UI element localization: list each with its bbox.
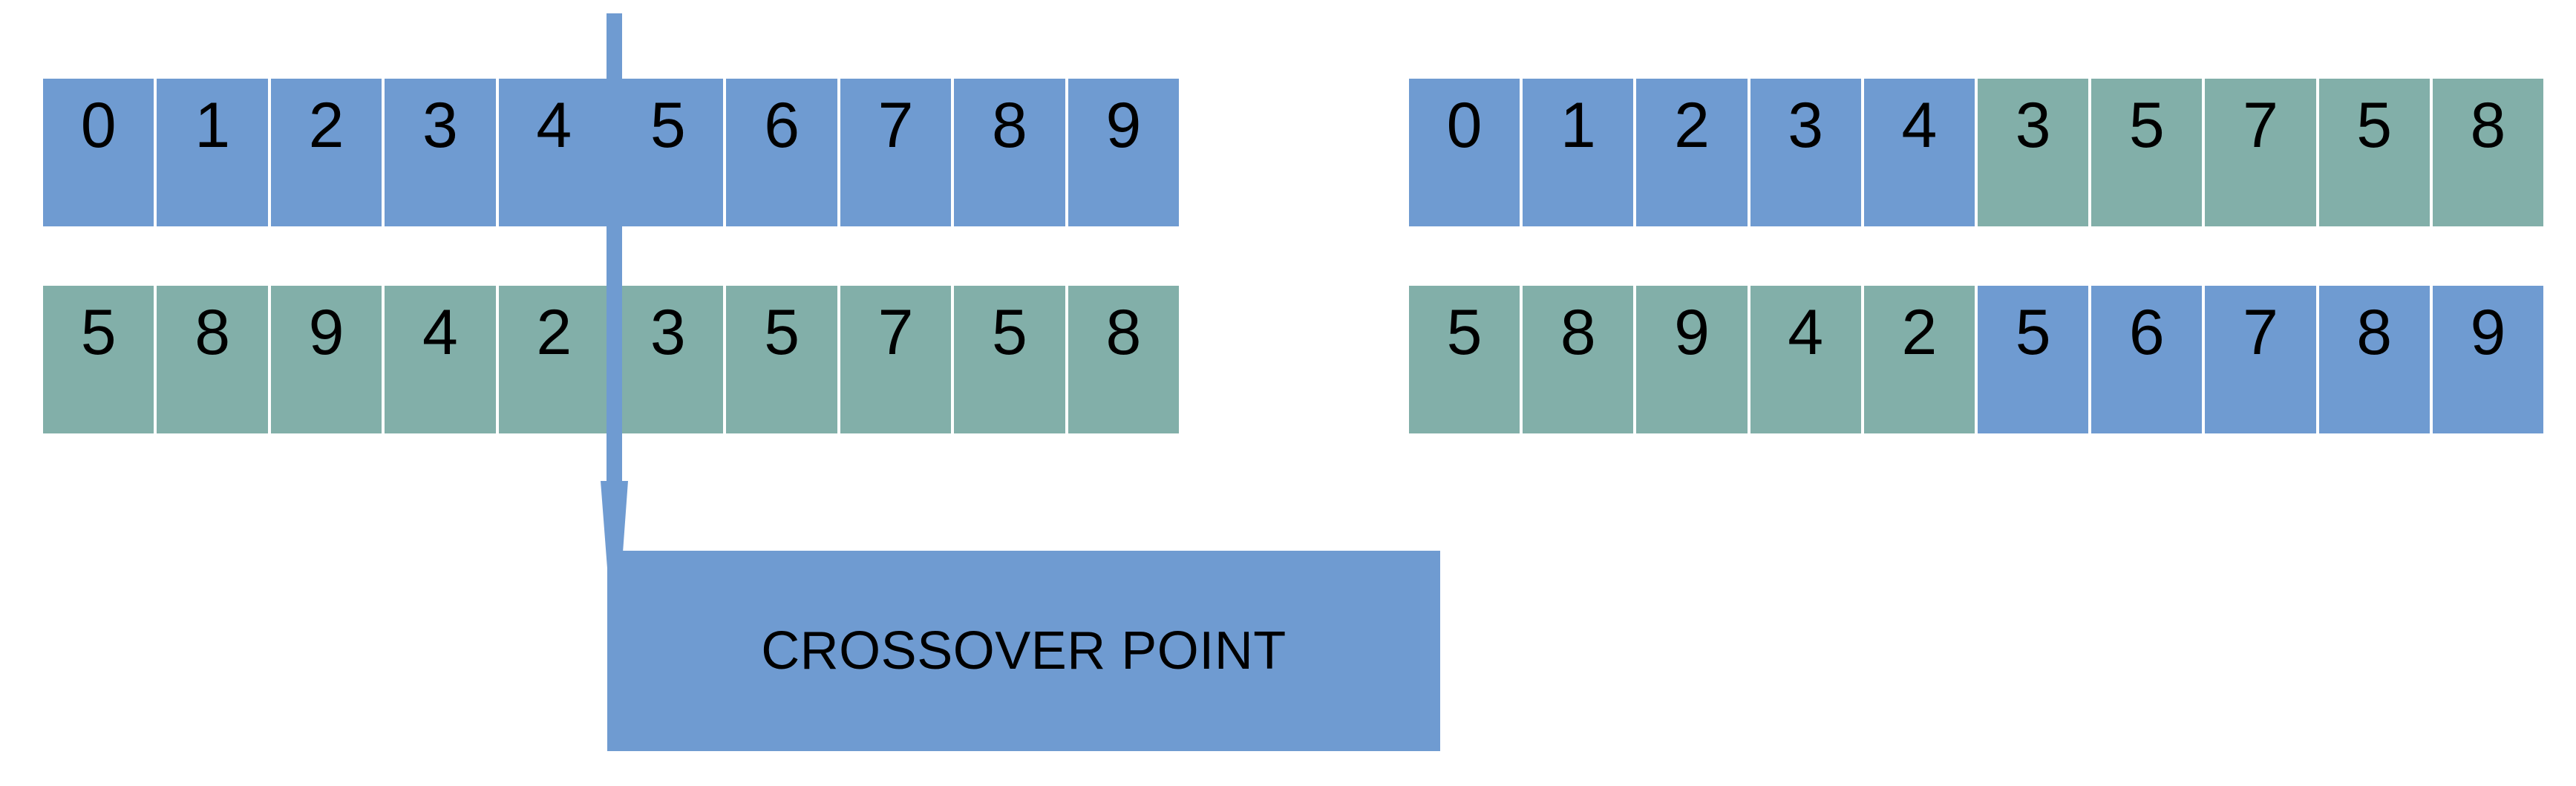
gene-cell[interactable]: 9 <box>2432 286 2544 433</box>
gene-cell[interactable]: 3 <box>1750 79 1861 226</box>
gene-cell[interactable]: 7 <box>2205 79 2316 226</box>
gene-cell[interactable]: 8 <box>954 79 1065 226</box>
gene-cell[interactable]: 6 <box>2091 286 2203 433</box>
gene-cell[interactable]: 3 <box>1978 79 2089 226</box>
gene-cell[interactable]: 6 <box>726 79 837 226</box>
gene-cell[interactable]: 4 <box>1750 286 1861 433</box>
gene-cell[interactable]: 1 <box>1523 79 1634 226</box>
gene-cell[interactable]: 8 <box>1523 286 1634 433</box>
gene-cell[interactable]: 8 <box>2432 79 2544 226</box>
gene-cell[interactable]: 5 <box>1409 286 1520 433</box>
gene-cell[interactable]: 5 <box>43 286 154 433</box>
gene-cell[interactable]: 5 <box>612 79 724 226</box>
gene-cell[interactable]: 9 <box>1636 286 1748 433</box>
gene-cell[interactable]: 4 <box>1863 79 1975 226</box>
gene-cell[interactable]: 5 <box>954 286 1065 433</box>
gene-cell[interactable]: 1 <box>157 79 268 226</box>
gene-cell[interactable]: 3 <box>385 79 496 226</box>
gene-cell[interactable]: 4 <box>498 79 610 226</box>
gene-cell[interactable]: 5 <box>2318 79 2430 226</box>
gene-cell[interactable]: 0 <box>43 79 154 226</box>
gene-cell[interactable]: 5 <box>2091 79 2203 226</box>
gene-cell[interactable]: 8 <box>1068 286 1180 433</box>
gene-cell[interactable]: 8 <box>157 286 268 433</box>
gene-cell[interactable]: 2 <box>498 286 610 433</box>
gene-cell[interactable]: 3 <box>612 286 724 433</box>
gene-cell[interactable]: 9 <box>270 286 382 433</box>
gene-cell[interactable]: 4 <box>385 286 496 433</box>
crossover-point-label-text: CROSSOVER POINT <box>761 621 1287 681</box>
gene-cell[interactable]: 5 <box>726 286 837 433</box>
crossover-point-label-box: CROSSOVER POINT <box>607 551 1440 751</box>
gene-cell[interactable]: 0 <box>1409 79 1520 226</box>
gene-cell[interactable]: 7 <box>840 286 952 433</box>
gene-cell[interactable]: 7 <box>840 79 952 226</box>
gene-cell[interactable]: 2 <box>1863 286 1975 433</box>
gene-cell[interactable]: 2 <box>1636 79 1748 226</box>
gene-cell[interactable]: 8 <box>2318 286 2430 433</box>
gene-cell[interactable]: 9 <box>1068 79 1180 226</box>
gene-cell[interactable]: 5 <box>1978 286 2089 433</box>
gene-cell[interactable]: 7 <box>2205 286 2316 433</box>
gene-cell[interactable]: 2 <box>270 79 382 226</box>
